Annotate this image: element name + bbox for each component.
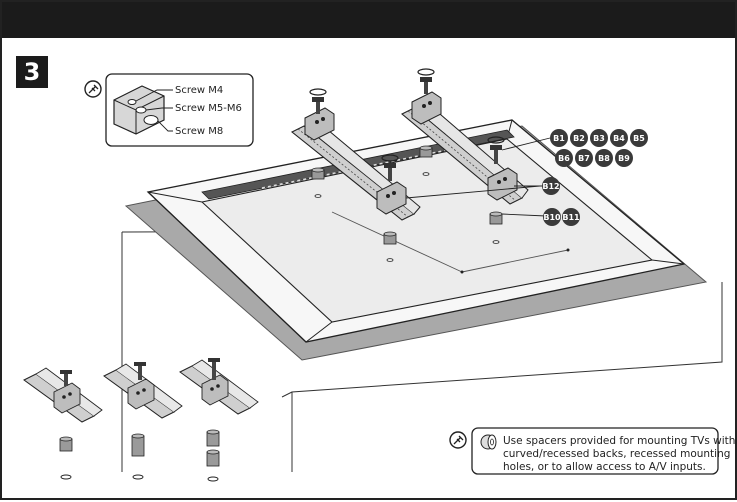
legend-screw-m5-m6: Screw M5-M6 [175,103,242,114]
svg-text:B3: B3 [593,134,605,143]
svg-text:B8: B8 [598,154,610,163]
badge-b6: B6 [555,149,573,167]
screw-icon [309,88,327,114]
badge-b4: B4 [610,129,628,147]
svg-text:B1: B1 [553,134,565,143]
svg-text:B12: B12 [542,182,559,191]
header-bar [2,2,735,38]
screw-legend: Screw M4 Screw M5-M6 Screw M8 [84,73,254,147]
badge-b12: B12 [542,177,560,195]
svg-text:B7: B7 [578,154,590,163]
step-number: 3 [16,56,48,88]
badge-b1: B1 [550,129,568,147]
spacer-note: Use spacers provided for mounting TVs wi… [449,427,735,475]
spacer-icon [311,167,325,198]
legend-screw-m4: Screw M4 [175,85,223,96]
tv-back [146,119,686,343]
spacer-detail-2 [103,362,183,480]
svg-text:B11: B11 [562,213,580,222]
svg-text:B10: B10 [543,213,561,222]
spacer-detail-1 [23,367,103,480]
svg-text:B6: B6 [558,154,570,163]
hole-m5-icon [135,106,147,114]
badge-b2: B2 [570,129,588,147]
screw-icon [417,68,435,94]
legend-screw-m8: Screw M8 [175,126,223,137]
spacer-icon [419,145,433,176]
part-badges: B1 B2 B3 B4 B5 B6 B7 B8 B9 B12 B10 B11 [542,129,648,226]
screw-icon [487,136,505,164]
badge-b5: B5 [630,129,648,147]
svg-text:B4: B4 [613,134,625,143]
note-box [471,427,719,475]
svg-text:B5: B5 [633,134,645,143]
note-line-2: curved/recessed backs, recessed mounting [503,448,730,460]
badge-b8: B8 [595,149,613,167]
badge-b10: B10 [543,208,561,226]
badge-b7: B7 [575,149,593,167]
spacer-icon [480,434,497,450]
screw-icon [381,154,399,181]
badge-b3: B3 [590,129,608,147]
note-line-1: Use spacers provided for mounting TVs wi… [503,435,735,447]
note-line-3: holes, or to allow access to A/V inputs. [503,461,706,473]
svg-text:B2: B2 [573,134,585,143]
spacer-icon [489,211,503,244]
badge-b9: B9 [615,149,633,167]
hole-m4-icon [127,99,137,105]
badge-b11: B11 [562,208,580,226]
svg-text:B9: B9 [618,154,630,163]
spacer-icon [383,231,397,262]
screw-assemblies [304,68,518,262]
hole-m8-icon [143,115,159,125]
spacer-detail-3 [179,358,259,482]
